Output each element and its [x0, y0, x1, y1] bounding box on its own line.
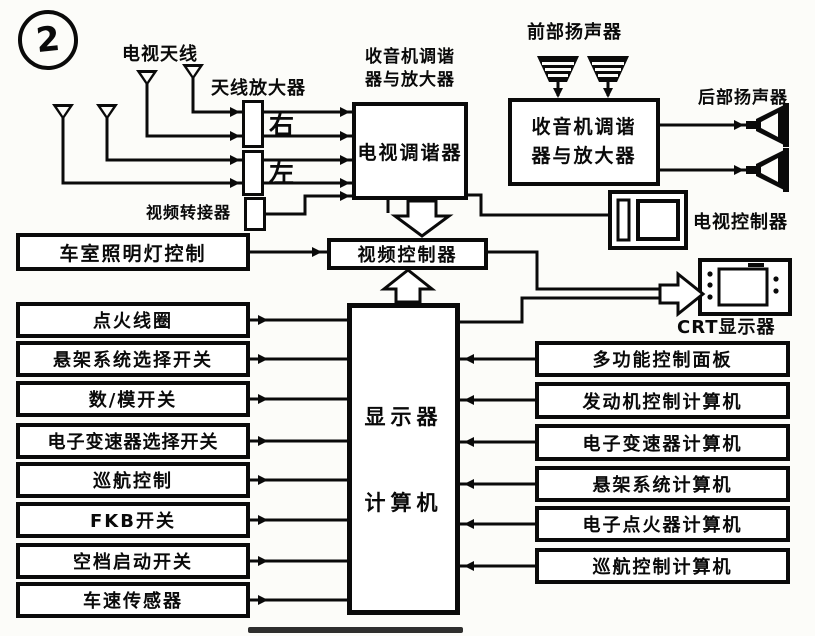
label-amp-right: 右: [269, 111, 296, 140]
box-suspension-computer: 悬架系统计算机: [535, 466, 790, 502]
right-box-label: 悬架系统计算机: [592, 475, 733, 496]
box-digital-analog-switch: 数/模开关: [16, 381, 250, 417]
box-tv-tuner: 电视调谐器: [352, 102, 468, 200]
label-front-speakers: 前部扬声器: [527, 22, 622, 43]
box-cabin-light-control: 车室照明灯控制: [16, 233, 250, 271]
antenna-wires: [61, 78, 242, 185]
box-transmission-computer: 电子变速器计算机: [535, 424, 790, 461]
right-wire-arrowheads: [464, 354, 474, 571]
rear-speaker-icons: [746, 103, 789, 192]
left-box-label: 数/模开关: [88, 390, 178, 411]
left-box-label: 车速传感器: [83, 591, 183, 612]
box-speed-sensor: 车速传感器: [16, 582, 250, 618]
box-multifunction-panel: 多功能控制面板: [535, 341, 790, 377]
radio-box-line2: 器与放大器: [531, 145, 637, 167]
scan-smudge: [248, 627, 463, 633]
right-box-label: 巡航控制计算机: [592, 557, 733, 578]
left-box-label: 空档启动开关: [73, 552, 193, 573]
left-input-wires: [250, 318, 347, 602]
right-box-label: 电子点火器计算机: [582, 515, 743, 536]
right-box-label: 多功能控制面板: [592, 350, 733, 371]
right-computer-wires: [460, 357, 535, 568]
tuner-caption-line1: 收音机调谐: [365, 47, 455, 67]
label-crt-display: CRT显示器: [677, 317, 776, 338]
cabin-wire-arrowhead: [312, 247, 322, 257]
crt-monitor-icon: [698, 258, 792, 316]
radio-box-line1: 收音机调谐: [531, 116, 637, 138]
left-box-label: 电子变速器选择开关: [47, 432, 219, 453]
box-suspension-select-switch: 悬架系统选择开关: [16, 341, 250, 377]
box-video-controller: 视频控制器: [327, 238, 488, 270]
tuner-caption: 收音机调谐 器与放大器: [346, 46, 474, 92]
figure-number: 2: [34, 18, 62, 62]
box-radio-tuner-amplifier: 收音机调谐 器与放大器: [508, 98, 660, 186]
tv-tuner-label: 电视调谐器: [357, 141, 463, 164]
video-controller-label: 视频控制器: [357, 245, 458, 266]
box-cruise-control: 巡航控制: [16, 462, 250, 498]
speaker-wire-arrowheads: [553, 88, 744, 175]
box-display-computer: 显示器 计算机: [347, 303, 460, 615]
tuner-caption-line2: 器与放大器: [365, 70, 455, 90]
label-tv-antenna: 电视天线: [122, 44, 198, 65]
label-antenna-amplifier: 天线放大器: [211, 78, 306, 99]
label-tv-controller: 电视控制器: [693, 212, 788, 233]
tv-controller-icon: [608, 190, 688, 250]
label-video-adapter: 视频转接器: [146, 203, 232, 222]
front-speaker-icons: [537, 56, 629, 82]
amplifier-left-box: [242, 150, 264, 196]
amplifier-wire-arrowheads: [340, 107, 350, 201]
amplifier-to-tuner-wires: [264, 110, 352, 216]
antenna-icons: [52, 64, 240, 188]
left-box-label: 巡航控制: [93, 471, 173, 492]
tuner-to-video-hollow-arrow: [390, 199, 454, 238]
box-ignition-computer: 电子点火器计算机: [535, 506, 790, 542]
left-box-label: 点火线圈: [93, 311, 173, 332]
left-box-label: FKB开关: [90, 511, 176, 532]
left-box-label: 悬架系统选择开关: [53, 350, 213, 371]
box-ignition-coil: 点火线圈: [16, 302, 250, 338]
box-cruise-computer: 巡航控制计算机: [535, 548, 790, 584]
box-transmission-select-switch: 电子变速器选择开关: [16, 423, 250, 459]
amplifier-right-box: [242, 100, 264, 148]
cabin-light-label: 车室照明灯控制: [59, 242, 207, 265]
video-adapter-box: [244, 197, 266, 231]
display-computer-line1: 显示器: [364, 405, 443, 429]
right-box-label: 发动机控制计算机: [582, 391, 743, 413]
computer-to-video-hollow-arrow: [379, 268, 437, 304]
display-computer-line2: 计算机: [364, 491, 443, 515]
box-engine-control-computer: 发动机控制计算机: [535, 382, 790, 419]
tv-control-routing: [250, 193, 662, 324]
left-wire-arrowheads: [258, 315, 268, 605]
right-box-label: 电子变速器计算机: [582, 433, 743, 455]
label-rear-speakers: 后部扬声器: [698, 88, 788, 108]
box-fkb-switch: FKB开关: [16, 502, 250, 538]
box-neutral-start-switch: 空档启动开关: [16, 543, 250, 579]
crt-hollow-arrow: [658, 270, 706, 318]
label-amp-left: 左: [269, 159, 296, 188]
